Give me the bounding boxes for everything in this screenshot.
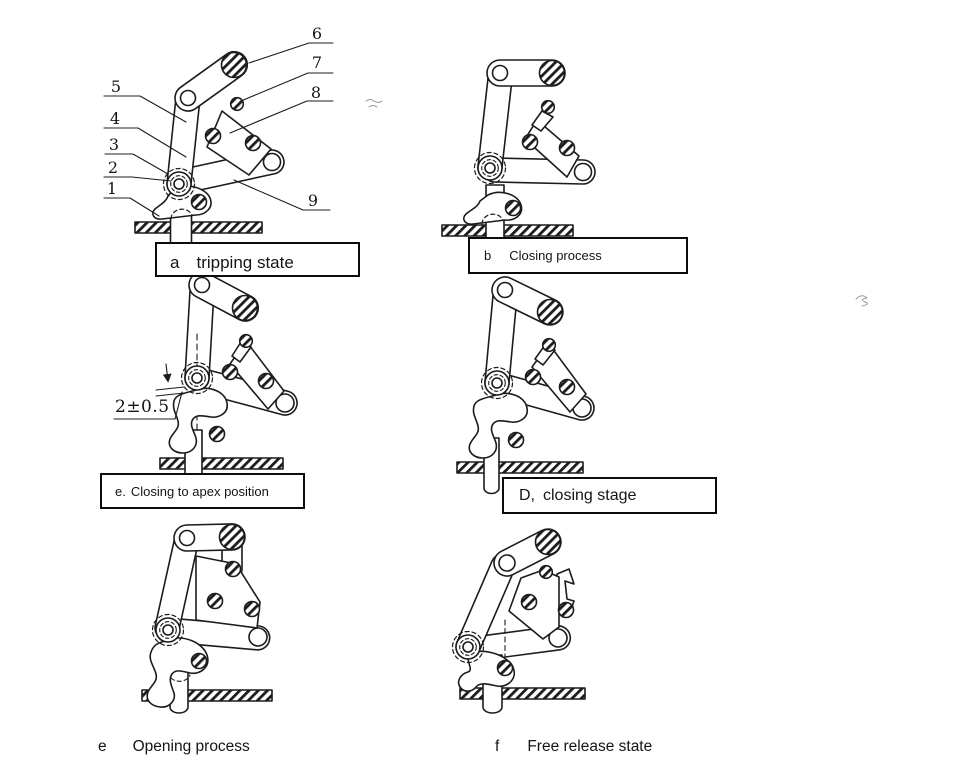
callout-7: 7: [311, 53, 323, 72]
caption-e-open: e Opening process: [98, 737, 250, 757]
caption-f: f Free release state: [495, 737, 652, 757]
callout-3: 3: [108, 135, 120, 154]
caption-prefix-e-open: e: [98, 738, 107, 755]
mechanism-d: [456, 276, 595, 495]
caption-box-b: b Closing process: [468, 237, 688, 274]
mechanism-a: [103, 42, 334, 254]
caption-prefix-e-apex: e.: [115, 483, 126, 499]
callout-8: 8: [310, 83, 322, 102]
mechanism-f: [451, 528, 586, 714]
caption-label-d: closing stage: [543, 486, 637, 504]
caption-label-e-open: Opening process: [132, 738, 250, 755]
callout-2: 2: [107, 158, 119, 177]
caption-prefix-b: b: [484, 248, 492, 263]
mechanism-e-apex: [113, 271, 298, 478]
caption-label-f: Free release state: [527, 738, 653, 755]
callout-6: 6: [311, 24, 323, 43]
caption-box-d: D, closing stage: [502, 477, 717, 514]
callout-4: 4: [109, 109, 121, 128]
dimension-marks: [113, 363, 185, 420]
caption-label-a: tripping state: [196, 253, 294, 272]
caption-prefix-f: f: [495, 738, 500, 755]
callout-9: 9: [307, 191, 319, 210]
caption-label-e-apex: Closing to apex position: [130, 483, 269, 499]
mechanism-b: [441, 59, 596, 241]
caption-prefix-a: a: [170, 253, 180, 272]
caption-label-b: Closing process: [509, 248, 602, 263]
callout-1: 1: [106, 179, 118, 198]
caption-prefix-d: D,: [519, 486, 535, 504]
callout-5: 5: [110, 77, 122, 96]
callout-leader-lines: [103, 42, 334, 217]
dimension-label: 2±0.5: [115, 397, 170, 417]
scan-artifacts: [365, 99, 868, 307]
mechanism-e-open: [141, 523, 273, 714]
caption-box-e-apex: e. Closing to apex position: [100, 473, 305, 509]
caption-box-a: a tripping state: [155, 242, 360, 277]
